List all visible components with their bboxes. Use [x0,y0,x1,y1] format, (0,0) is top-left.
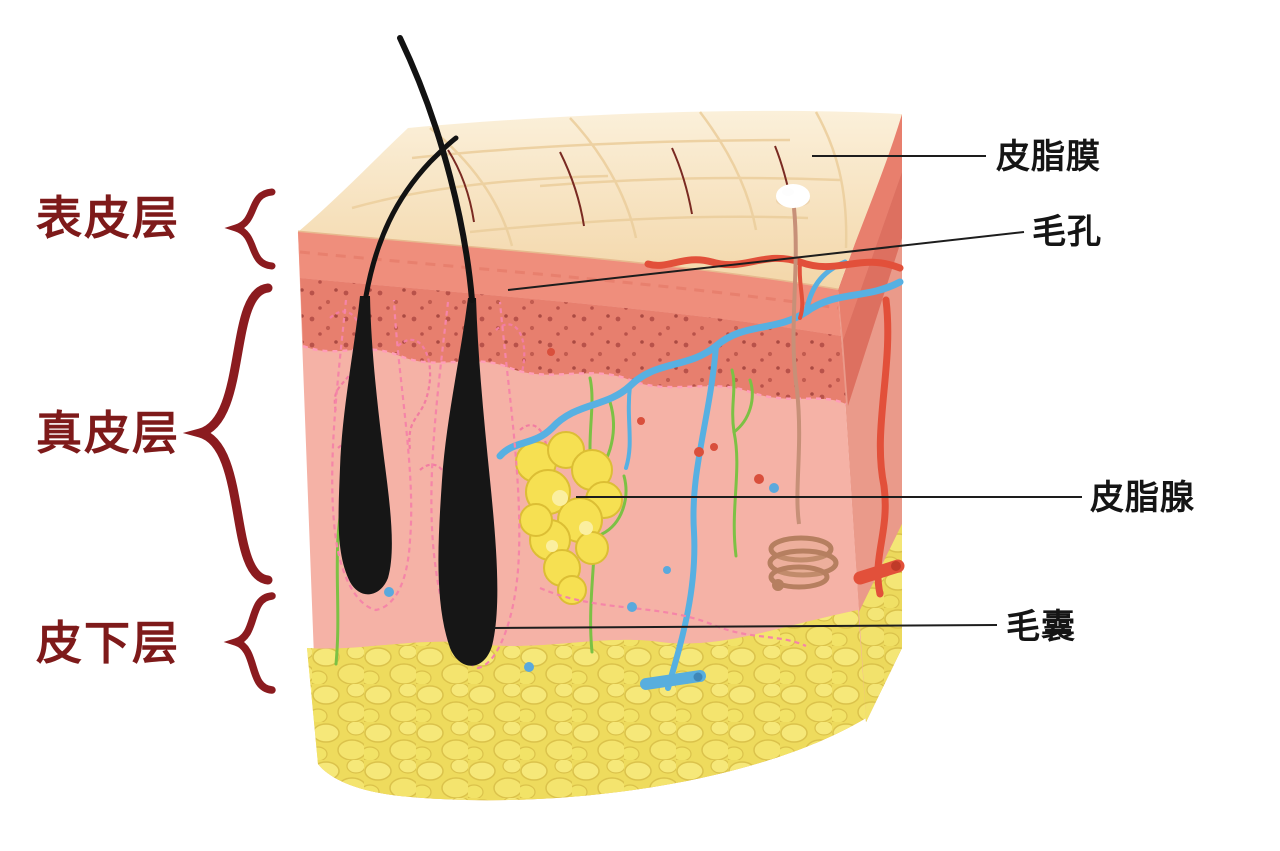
fat-band-texture [307,610,866,801]
sweat-gland-end [772,579,784,591]
nerve-branch [600,474,628,536]
dermis-structures [329,207,905,691]
labels: 表皮层 真皮层 皮下层 皮脂膜 毛孔 皮脂腺 毛囊 [36,137,1195,670]
blood-vessel-red [644,254,904,598]
sebum-droplet-highlight [782,188,794,196]
brace-dermis [182,283,273,585]
label-pore: 毛孔 [1032,212,1102,252]
label-epidermis-layer: 表皮层 [36,191,180,245]
sweat-duct [791,207,802,525]
blood-vessel-blue [496,259,904,691]
sebaceous-gland-highlights [546,490,593,552]
hair-follicle-right [438,298,498,666]
right-face-epidermis [838,114,902,340]
sebaceous-gland [515,431,623,605]
brace-epidermis [224,188,276,270]
hair-follicle-left [338,296,392,595]
sweat-gland [767,207,839,591]
layer-braces [182,188,276,694]
skin-block [297,35,905,801]
label-subcutaneous-layer: 皮下层 [36,616,180,670]
top-surface [297,110,902,292]
papillae-dotted-line [302,344,847,406]
nerve-branch [732,378,754,434]
nerve [730,368,739,558]
sweat-gland-coil [767,535,839,590]
leader-hair-follicle [493,624,998,629]
leader-pore [507,231,1025,291]
label-dermis-layer: 真皮层 [36,406,180,460]
follicle-sheaths [331,299,807,670]
surface-ridges [351,111,848,249]
blue-dots [384,483,779,672]
label-sebaceous-gland: 皮脂腺 [1090,478,1195,518]
red-dots [547,348,764,484]
hair-shaft-long [397,35,475,303]
hairs [363,35,475,303]
sebum-droplet [776,184,810,208]
blue-vessel-stub [640,670,706,690]
label-sebum-film: 皮脂膜 [996,137,1101,177]
label-hair-follicle: 毛囊 [1006,607,1076,647]
basal-band-speckles [300,278,846,404]
red-vessel-stub [853,559,905,585]
leader-lines [493,155,1082,629]
hair-shaft-short [363,135,459,299]
brace-subcutaneous [223,592,276,694]
